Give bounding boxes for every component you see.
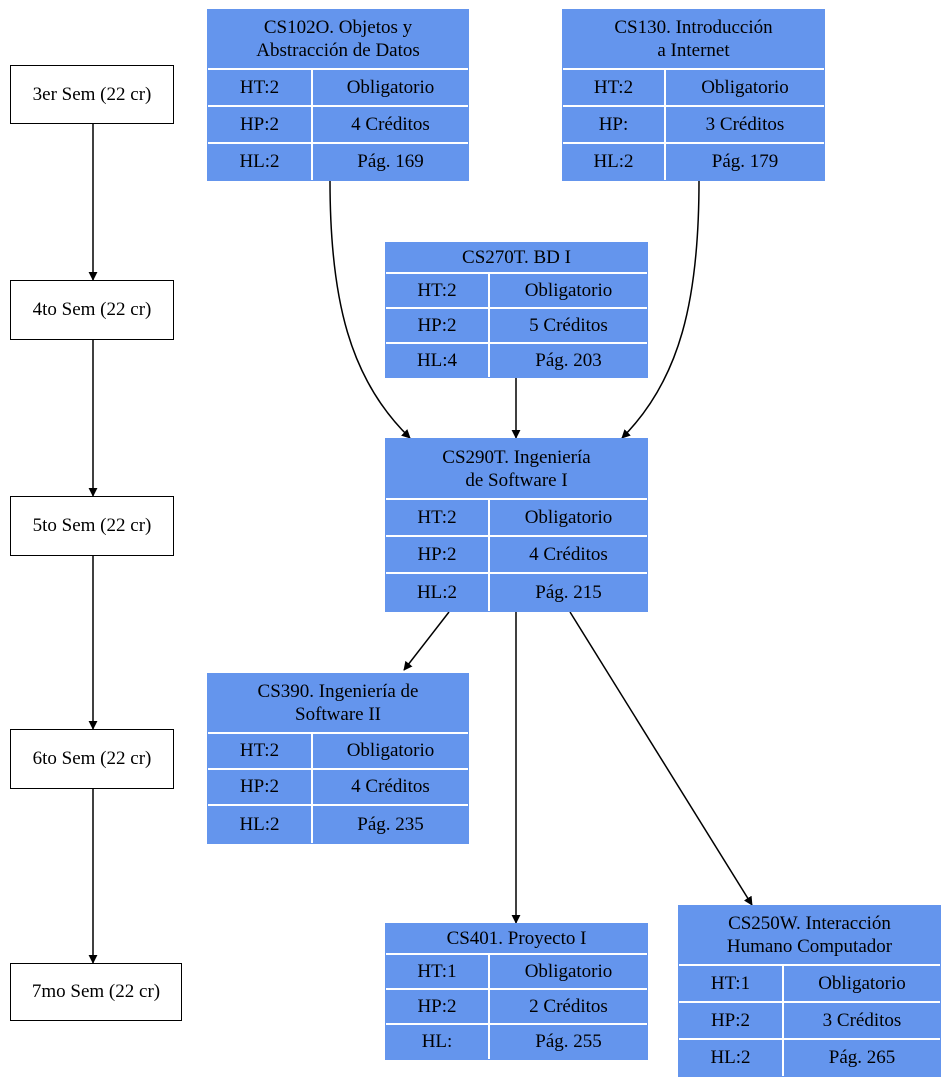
hours-practice: HP: (563, 107, 666, 142)
course-title: CS390. Ingeniería de Software II (208, 674, 468, 734)
hours-lab: HL:2 (563, 144, 666, 180)
hours-practice: HP:2 (386, 990, 490, 1023)
semester-4: 4to Sem (22 cr) (10, 280, 174, 340)
hours-practice: HP:2 (208, 770, 313, 804)
course-page: Pág. 265 (828, 1047, 896, 1068)
course-page: Pág. 215 (535, 581, 602, 603)
course-cs390: CS390. Ingeniería de Software II HT:2 Obl… (207, 673, 469, 844)
course-page: Pág. 169 (357, 151, 424, 172)
course-type: Obligatorio (346, 740, 435, 761)
edge-cs290t-cs390 (403, 611, 450, 671)
hours-theory: HT:1 (386, 955, 490, 988)
semester-label: 6to Sem (22 cr) (32, 748, 152, 769)
course-type: Obligatorio (818, 972, 906, 994)
semester-label: 7mo Sem (22 cr) (31, 981, 161, 1002)
course-cs270t: CS270T. BD I HT:2 Obligatorio HP:2 5 Crédi… (385, 242, 648, 378)
edge-cs290t-cs250w (569, 611, 753, 906)
hours-practice: HP:2 (679, 1003, 784, 1038)
course-page: Pág. 179 (711, 151, 779, 172)
course-title: CS250W. Interacción Humano Computador (679, 906, 940, 966)
hours-practice: HP:2 (386, 309, 490, 342)
course-credits: 4 Créditos (529, 543, 608, 565)
hours-theory: HT:2 (208, 70, 313, 105)
hours-practice: HP:2 (208, 107, 313, 142)
course-credits: 5 Créditos (529, 314, 608, 336)
course-credits: 3 Créditos (822, 1009, 902, 1031)
hours-lab: HL: (386, 1025, 490, 1059)
course-credits: 4 Créditos (351, 113, 430, 135)
course-credits: 3 Créditos (705, 113, 785, 135)
hours-lab: HL:2 (679, 1040, 784, 1076)
semester-label: 3er Sem (22 cr) (32, 83, 152, 105)
edge-cs102o-cs290t (329, 180, 411, 439)
hours-theory: HT:1 (679, 966, 784, 1001)
course-title: CS102O. Objetos y Abstracción de Datos (208, 10, 468, 70)
course-cs250w: CS250W. Interacción Humano Computador HT… (678, 905, 941, 1077)
course-type: Obligatorio (524, 279, 613, 301)
course-title: CS290T. Ingeniería de Software I (386, 439, 647, 500)
hours-theory: HT:2 (386, 274, 490, 307)
hours-theory: HT:2 (563, 70, 666, 105)
course-title: CS130. Introducción a Internet (563, 10, 824, 70)
hours-theory: HT:2 (386, 500, 490, 535)
course-title: CS401. Proyecto I (386, 924, 647, 955)
course-credits: 2 Créditos (529, 995, 608, 1017)
edge-cs130-cs290t (621, 180, 700, 439)
course-type: Obligatorio (701, 76, 789, 98)
semester-3: 3er Sem (22 cr) (10, 65, 174, 124)
course-title: CS270T. BD I (386, 243, 647, 274)
course-cs130: CS130. Introducción a Internet HT:2 Oblig… (562, 9, 825, 181)
course-cs102o: CS102O. Objetos y Abstracción de Datos H… (207, 9, 469, 181)
semester-label: 4to Sem (22 cr) (32, 299, 152, 320)
course-cs401: CS401. Proyecto I HT:1 Obligatorio HP:2 2 … (385, 923, 648, 1060)
course-credits: 4 Créditos (351, 776, 430, 797)
hours-lab: HL:2 (386, 574, 490, 611)
course-page: Pág. 235 (357, 813, 424, 835)
course-cs290t: CS290T. Ingeniería de Software I HT:2 Obl… (385, 438, 648, 612)
course-type: Obligatorio (346, 76, 435, 98)
hours-lab: HL:2 (208, 806, 313, 843)
course-type: Obligatorio (524, 960, 613, 982)
semester-label: 5to Sem (22 cr) (32, 515, 152, 536)
course-page: Pág. 203 (535, 349, 602, 371)
semester-7: 7mo Sem (22 cr) (10, 963, 182, 1021)
course-type: Obligatorio (524, 506, 613, 528)
course-page: Pág. 255 (535, 1031, 602, 1052)
hours-practice: HP:2 (386, 537, 490, 572)
hours-lab: HL:2 (208, 144, 313, 180)
hours-theory: HT:2 (208, 734, 313, 768)
semester-5: 5to Sem (22 cr) (10, 496, 174, 556)
hours-lab: HL:4 (386, 344, 490, 377)
semester-6: 6to Sem (22 cr) (10, 729, 174, 789)
